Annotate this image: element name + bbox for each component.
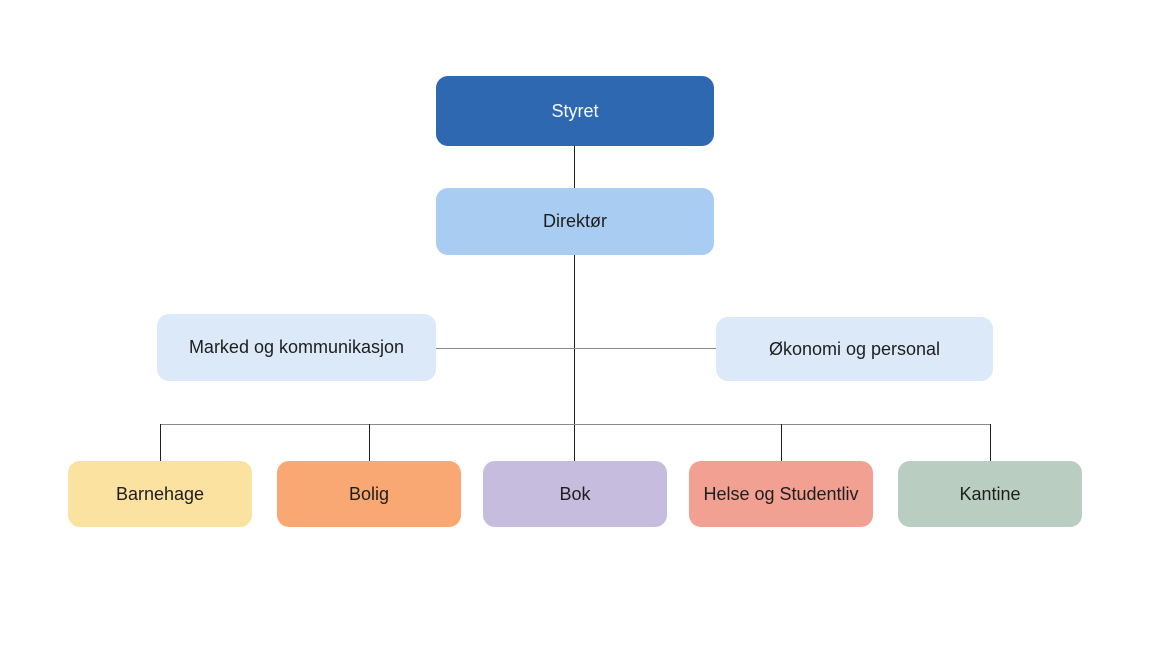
org-node-okonomi-og-personal: Økonomi og personal	[716, 317, 993, 381]
org-node-direktor: Direktør	[436, 188, 714, 255]
connector-staff-horizontal	[436, 348, 716, 349]
connector-drop-kantine	[990, 424, 991, 461]
connector-drop-barnehage	[160, 424, 161, 461]
org-node-marked-og-kommunikasjon: Marked og kommunikasjon	[157, 314, 436, 381]
org-node-bolig: Bolig	[277, 461, 461, 527]
connector-styret-direktor	[574, 146, 575, 189]
connector-drop-bolig	[369, 424, 370, 461]
org-node-styret: Styret	[436, 76, 714, 146]
connector-departments-bus	[160, 424, 991, 425]
org-node-kantine: Kantine	[898, 461, 1082, 527]
org-node-helse-og-studentliv: Helse og Studentliv	[689, 461, 873, 527]
connector-direktor-trunk	[574, 255, 575, 461]
org-node-bok: Bok	[483, 461, 667, 527]
org-node-barnehage: Barnehage	[68, 461, 252, 527]
connector-drop-helse	[781, 424, 782, 461]
